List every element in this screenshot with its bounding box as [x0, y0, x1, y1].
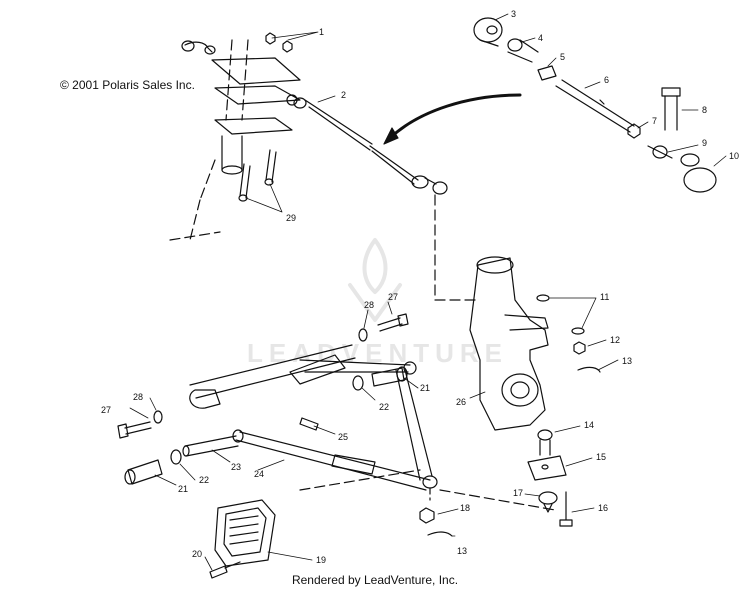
cotter-pin-part-13a — [577, 366, 601, 373]
callout-24: 24 — [254, 469, 264, 479]
callouts: 1 2 3 4 5 6 7 8 9 10 11 12 13 14 15 16 1… — [101, 9, 739, 565]
callout-26: 26 — [456, 397, 466, 407]
rod-end-part-3 — [473, 17, 503, 47]
callout-4: 4 — [538, 33, 543, 43]
a-arm-part-24 — [232, 359, 433, 491]
bolt-part-27b — [117, 421, 152, 439]
callout-1: 1 — [319, 27, 324, 37]
callout-21a: 21 — [420, 383, 430, 393]
callout-23: 23 — [231, 462, 241, 472]
bolt-part-8 — [661, 87, 681, 131]
cotter-pin-part-13b — [427, 531, 453, 537]
shaft-part-23 — [182, 435, 239, 457]
callout-28b: 28 — [133, 392, 143, 402]
callout-22b: 22 — [199, 475, 209, 485]
callout-2: 2 — [341, 90, 346, 100]
nut-part-18 — [419, 507, 435, 524]
washer-part-11 — [536, 294, 585, 335]
callout-25: 25 — [338, 432, 348, 442]
callout-10: 10 — [729, 151, 739, 161]
washer-part-22b — [170, 449, 182, 465]
copyright-notice: © 2001 Polaris Sales Inc. — [60, 78, 195, 92]
spindle-part-26 — [469, 256, 549, 431]
callout-5: 5 — [560, 52, 565, 62]
callout-16: 16 — [598, 503, 608, 513]
callout-13a: 13 — [622, 356, 632, 366]
callout-14: 14 — [584, 420, 594, 430]
callout-21b: 21 — [178, 484, 188, 494]
bolt-part-14 — [537, 429, 553, 456]
callout-8: 8 — [702, 105, 707, 115]
leader-lines — [129, 13, 727, 571]
ball-joint-part-17 — [538, 491, 558, 513]
ball-joint-part-4 — [507, 38, 539, 63]
callout-22a: 22 — [379, 402, 389, 412]
callout-11: 11 — [600, 292, 609, 302]
rod-end-part-10 — [680, 153, 717, 193]
skid-plate-part-19 — [214, 499, 276, 567]
callout-6: 6 — [604, 75, 609, 85]
callout-27b: 27 — [101, 405, 111, 415]
shaft-part-6 — [555, 79, 635, 133]
callout-17: 17 — [513, 488, 523, 498]
ball-joint-part-9 — [647, 145, 673, 159]
callout-19: 19 — [316, 555, 326, 565]
callout-29: 29 — [286, 213, 296, 223]
callout-12: 12 — [610, 335, 620, 345]
bushing-part-21a — [371, 366, 408, 387]
nut-part-7 — [627, 123, 641, 139]
direction-arrow-icon — [383, 93, 522, 145]
pivot-part — [299, 469, 556, 511]
nut-part-1 — [265, 32, 293, 53]
bolt-part-20 — [209, 561, 241, 579]
tie-rod-part-2 — [286, 94, 476, 301]
washer-part-28b — [153, 410, 163, 424]
steering-post — [169, 39, 301, 241]
callout-7: 7 — [652, 116, 657, 126]
callout-20: 20 — [192, 549, 202, 559]
grease-fitting-part-25 — [299, 417, 319, 431]
bolt-part-29 — [238, 149, 277, 202]
bolt-part-27a — [377, 313, 409, 332]
washer-part-28a — [358, 328, 368, 342]
callout-15: 15 — [596, 452, 606, 462]
callout-18: 18 — [460, 503, 470, 513]
callout-28a: 28 — [364, 300, 374, 310]
plate-part-15 — [527, 455, 567, 481]
bolt-part-16 — [559, 491, 573, 527]
callout-3: 3 — [511, 9, 516, 19]
callout-9: 9 — [702, 138, 707, 148]
footer-credit: Rendered by LeadVenture, Inc. — [291, 573, 459, 587]
pivot-bracket — [189, 344, 356, 409]
callout-13b: 13 — [457, 546, 467, 556]
washer-part-22a — [352, 375, 364, 391]
callout-27a: 27 — [388, 292, 398, 302]
watermark-flame-icon — [348, 238, 402, 322]
bushing-part-5 — [537, 65, 557, 81]
bushing-part-21b — [124, 459, 163, 485]
nut-part-12 — [573, 341, 586, 355]
